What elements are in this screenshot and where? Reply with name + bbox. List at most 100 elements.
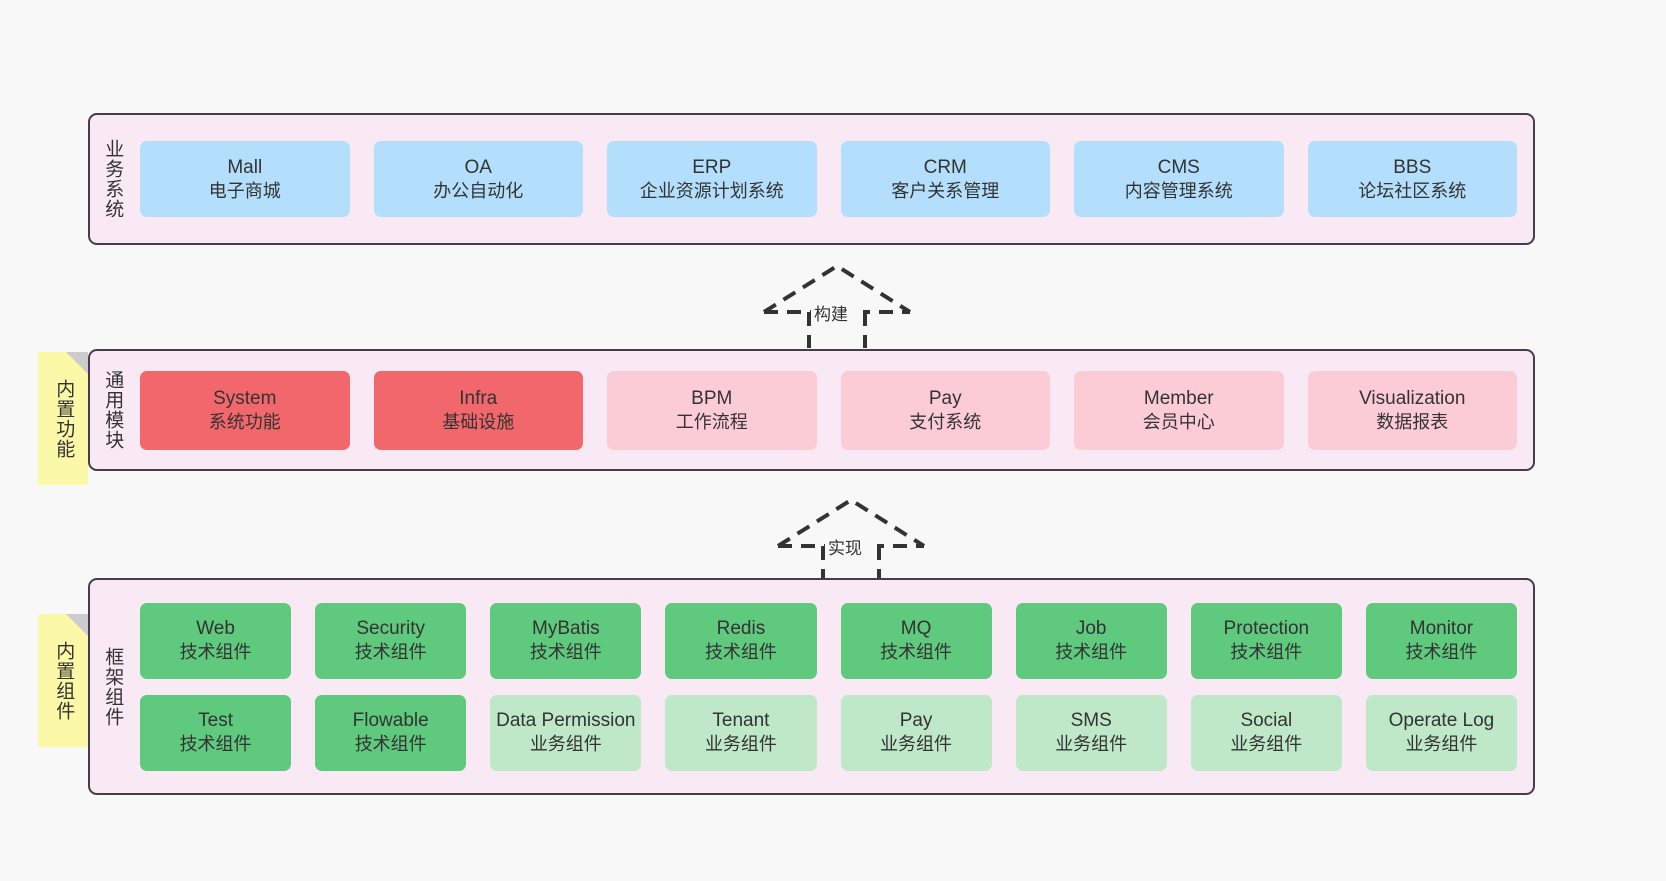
card-row: Mall 电子商城 OA 办公自动化 ERP 企业资源计划系统 CRM 客户关系… [140,141,1517,217]
card-title-cn: 客户关系管理 [891,180,1000,201]
card-bbs[interactable]: BBS 论坛社区系统 [1307,141,1517,217]
card-row: Web 技术组件 Security 技术组件 MyBatis 技术组件 Redi… [140,602,1517,679]
layer-title-framework: 框架组件 [102,646,124,727]
card-pay[interactable]: Pay 支付系统 [840,370,1050,450]
card-title-en: BPM [691,387,733,409]
layer-body-modules: System 系统功能 Infra 基础设施 BPM 工作流程 Pay 支付系统… [134,351,1533,469]
card-title-cn: 业务组件 [880,734,953,755]
card-crm[interactable]: CRM 客户关系管理 [840,141,1050,217]
card-title-cn: 技术组件 [529,642,602,663]
page-fold-icon [66,352,88,374]
generalization-arrow-icon [776,497,926,582]
card-title-en: Operate Log [1388,710,1495,732]
card-title-en: ERP [692,156,732,178]
card-row: System 系统功能 Infra 基础设施 BPM 工作流程 Pay 支付系统… [140,370,1517,450]
card-web[interactable]: Web 技术组件 [140,602,292,679]
layer-title-modules: 通用模块 [102,370,124,450]
card-title-cn: 系统功能 [208,411,281,432]
card-title-cn: 支付系统 [909,411,982,432]
card-title-cn: 基础设施 [442,411,515,432]
card-protection[interactable]: Protection 技术组件 [1190,602,1342,679]
card-title-en: Tenant [712,710,770,732]
card-title-cn: 技术组件 [1230,642,1303,663]
card-title-cn: 技术组件 [880,642,953,663]
card-pay-business[interactable]: Pay 业务组件 [840,694,992,771]
card-title-cn: 技术组件 [179,642,252,663]
card-member[interactable]: Member 会员中心 [1074,370,1284,450]
page-fold-icon [66,614,88,636]
card-mybatis[interactable]: MyBatis 技术组件 [490,602,642,679]
card-title-cn: 会员中心 [1142,411,1215,432]
card-title-cn: 业务组件 [529,734,602,755]
card-title-cn: 业务组件 [1055,734,1128,755]
card-monitor[interactable]: Monitor 技术组件 [1365,602,1517,679]
card-title-en: Mall [227,156,263,178]
layer-business-systems: 业务系统 Mall 电子商城 OA 办公自动化 ERP 企业资源计划系统 CRM… [88,113,1535,245]
card-title-en: Visualization [1359,387,1466,409]
card-title-en: Security [356,618,425,640]
card-title-cn: 企业资源计划系统 [639,180,784,201]
card-title-cn: 工作流程 [675,411,748,432]
card-title-en: MyBatis [532,618,600,640]
card-title-cn: 业务组件 [704,734,777,755]
card-mall[interactable]: Mall 电子商城 [140,141,350,217]
card-title-en: Social [1240,710,1293,732]
card-title-en: Protection [1223,618,1310,640]
layer-title-business: 业务系统 [102,139,124,219]
card-title-cn: 技术组件 [179,734,252,755]
card-title-cn: 技术组件 [354,734,427,755]
card-flowable[interactable]: Flowable 技术组件 [315,694,467,771]
connector-implement: 实现 [766,492,936,582]
layer-body-business: Mall 电子商城 OA 办公自动化 ERP 企业资源计划系统 CRM 客户关系… [134,115,1533,243]
card-cms[interactable]: CMS 内容管理系统 [1074,141,1284,217]
card-title-cn: 办公自动化 [433,180,524,201]
card-title-cn: 电子商城 [208,180,281,201]
card-tenant[interactable]: Tenant 业务组件 [665,694,817,771]
card-oa[interactable]: OA 办公自动化 [373,141,583,217]
card-title-en: Web [196,618,235,640]
card-title-cn: 论坛社区系统 [1358,180,1467,201]
card-visualization[interactable]: Visualization 数据报表 [1307,370,1517,450]
card-title-en: Member [1143,387,1214,409]
card-title-en: MQ [900,618,932,640]
card-title-cn: 技术组件 [354,642,427,663]
card-social[interactable]: Social 业务组件 [1190,694,1342,771]
layer-framework-components: 框架组件 Web 技术组件 Security 技术组件 MyBatis 技术组件… [88,578,1535,795]
card-title-en: CMS [1157,156,1200,178]
card-erp[interactable]: ERP 企业资源计划系统 [607,141,817,217]
card-test[interactable]: Test 技术组件 [140,694,292,771]
card-mq[interactable]: MQ 技术组件 [840,602,992,679]
card-title-en: Data Permission [496,710,636,732]
note-builtin-components: 内置组件 [38,614,88,747]
card-title-en: System [213,387,277,409]
card-job[interactable]: Job 技术组件 [1015,602,1167,679]
card-data-permission[interactable]: Data Permission 业务组件 [490,694,642,771]
card-title-en: OA [464,156,492,178]
card-title-en: Test [198,710,233,732]
card-title-cn: 内容管理系统 [1124,180,1233,201]
card-redis[interactable]: Redis 技术组件 [665,602,817,679]
card-infra[interactable]: Infra 基础设施 [373,370,583,450]
card-bpm[interactable]: BPM 工作流程 [607,370,817,450]
card-operate-log[interactable]: Operate Log 业务组件 [1365,694,1517,771]
card-title-en: Monitor [1409,618,1474,640]
card-title-en: Redis [716,618,766,640]
note-label: 内置组件 [53,640,75,721]
card-title-en: BBS [1393,156,1432,178]
card-title-cn: 业务组件 [1405,734,1478,755]
card-system[interactable]: System 系统功能 [140,370,350,450]
card-security[interactable]: Security 技术组件 [315,602,467,679]
layer-common-modules: 通用模块 System 系统功能 Infra 基础设施 BPM 工作流程 Pay… [88,349,1535,471]
card-title-en: Job [1075,618,1107,640]
card-title-en: Pay [899,710,933,732]
note-label: 内置功能 [53,378,75,459]
card-title-cn: 数据报表 [1376,411,1449,432]
card-sms[interactable]: SMS 业务组件 [1015,694,1167,771]
card-title-cn: 技术组件 [704,642,777,663]
card-title-cn: 技术组件 [1405,642,1478,663]
card-title-en: Flowable [352,710,429,732]
card-title-en: Pay [928,387,962,409]
layer-body-framework: Web 技术组件 Security 技术组件 MyBatis 技术组件 Redi… [134,580,1533,793]
connector-build: 构建 [752,258,922,348]
card-row: Test 技术组件 Flowable 技术组件 Data Permission … [140,694,1517,771]
